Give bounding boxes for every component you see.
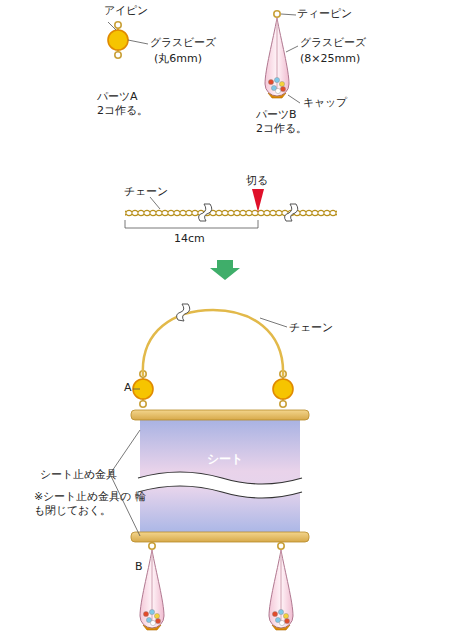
inner-bead (155, 618, 160, 623)
inner-bead (278, 609, 283, 614)
leader-line (260, 318, 287, 327)
bead-cap (272, 625, 290, 630)
inner-bead (274, 77, 279, 82)
inner-bead (275, 88, 280, 93)
leader-line (133, 389, 140, 390)
leader-line (108, 22, 116, 30)
glass-drop (265, 18, 289, 96)
label: 14cm (174, 232, 205, 246)
sheet-clasp (131, 532, 309, 542)
glass-bead (273, 379, 293, 399)
inner-bead (279, 620, 284, 625)
inner-bead (143, 611, 148, 616)
label: グラスビーズ (150, 36, 216, 50)
label: 2コ作る。 (256, 122, 307, 136)
ring (140, 401, 146, 407)
leader-line (110, 430, 140, 536)
sheet-label: シート (170, 448, 280, 470)
leader-line (288, 95, 300, 103)
down-arrow (210, 260, 240, 280)
break-band (138, 472, 302, 498)
bead-cap (143, 625, 161, 630)
glass-bead (108, 30, 128, 50)
label: アイピン (104, 4, 148, 18)
label: シート止め金具 (40, 468, 117, 482)
inner-bead (279, 81, 284, 86)
glass-bead (133, 379, 153, 399)
label: A (124, 381, 132, 395)
glass-drop (269, 550, 293, 628)
label: グラスビーズ (300, 36, 366, 50)
dimension-bracket (125, 220, 258, 228)
label: パーツA (97, 90, 138, 104)
ring (280, 401, 286, 407)
label: ※シート止め金具の 輪も閉じておく。 (34, 490, 146, 518)
bead-cap (268, 93, 286, 98)
inner-bead (272, 611, 277, 616)
node-text: シート (207, 451, 243, 468)
label: (丸6mm) (154, 52, 202, 66)
inner-bead (280, 86, 285, 91)
label: キャップ (303, 96, 347, 110)
glass-drop (140, 550, 164, 628)
inner-bead (150, 620, 155, 625)
label: 2コ作る。 (97, 104, 148, 118)
leader-line (128, 40, 148, 44)
inner-bead (268, 79, 273, 84)
label: B (135, 560, 143, 574)
inner-bead (284, 618, 289, 623)
chain (143, 310, 283, 376)
leader-line (286, 46, 298, 52)
label: パーツB (256, 108, 297, 122)
ring (274, 11, 280, 17)
label: チェーン (124, 185, 168, 199)
leader-line (281, 14, 296, 15)
inner-bead (283, 613, 288, 618)
label: チェーン (289, 321, 333, 335)
ring (278, 543, 284, 549)
ring (149, 543, 155, 549)
label: 切る (246, 174, 268, 188)
inner-bead (149, 609, 154, 614)
cut-arrow (252, 189, 264, 212)
label: ティーピン (297, 7, 352, 21)
break-mark (199, 204, 298, 221)
label: (8×25mm) (300, 52, 360, 66)
chain (125, 209, 337, 217)
ring (115, 22, 121, 28)
break-line (138, 472, 302, 498)
sheet-clasp (131, 410, 309, 420)
leader-line (150, 197, 160, 209)
ring (115, 52, 121, 58)
inner-bead (154, 613, 159, 618)
break-mark (177, 304, 190, 321)
